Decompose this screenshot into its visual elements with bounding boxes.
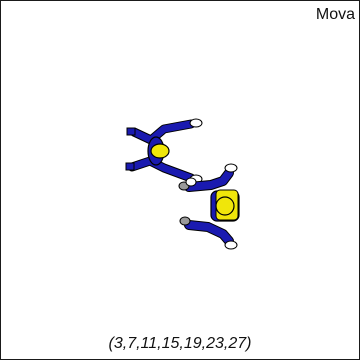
jumper-left-head bbox=[150, 143, 170, 159]
jumper-right-foot-lower bbox=[179, 216, 191, 226]
jumper-left-arm-upper bbox=[130, 120, 195, 144]
jumper-right-hand-lower bbox=[224, 240, 238, 250]
jumper-left-arm-lower bbox=[128, 157, 195, 182]
maneuver-title: Mova bbox=[315, 6, 355, 23]
jumper-left-hand-upper bbox=[189, 118, 203, 128]
jumper-right-hand-upper bbox=[224, 163, 238, 173]
jumper-left-foot-upper bbox=[126, 127, 136, 136]
jumper-right-arm-upper bbox=[185, 169, 233, 191]
jumper-right-grip bbox=[185, 177, 197, 187]
sequence-label: (3,7,11,15,19,23,27) bbox=[108, 335, 252, 352]
jumper-right bbox=[178, 163, 240, 250]
jumper-right-arm-lower bbox=[185, 221, 233, 245]
jumper-right-head bbox=[215, 196, 235, 216]
jumper-left-foot-lower bbox=[125, 162, 135, 171]
jumper-left bbox=[125, 118, 203, 184]
